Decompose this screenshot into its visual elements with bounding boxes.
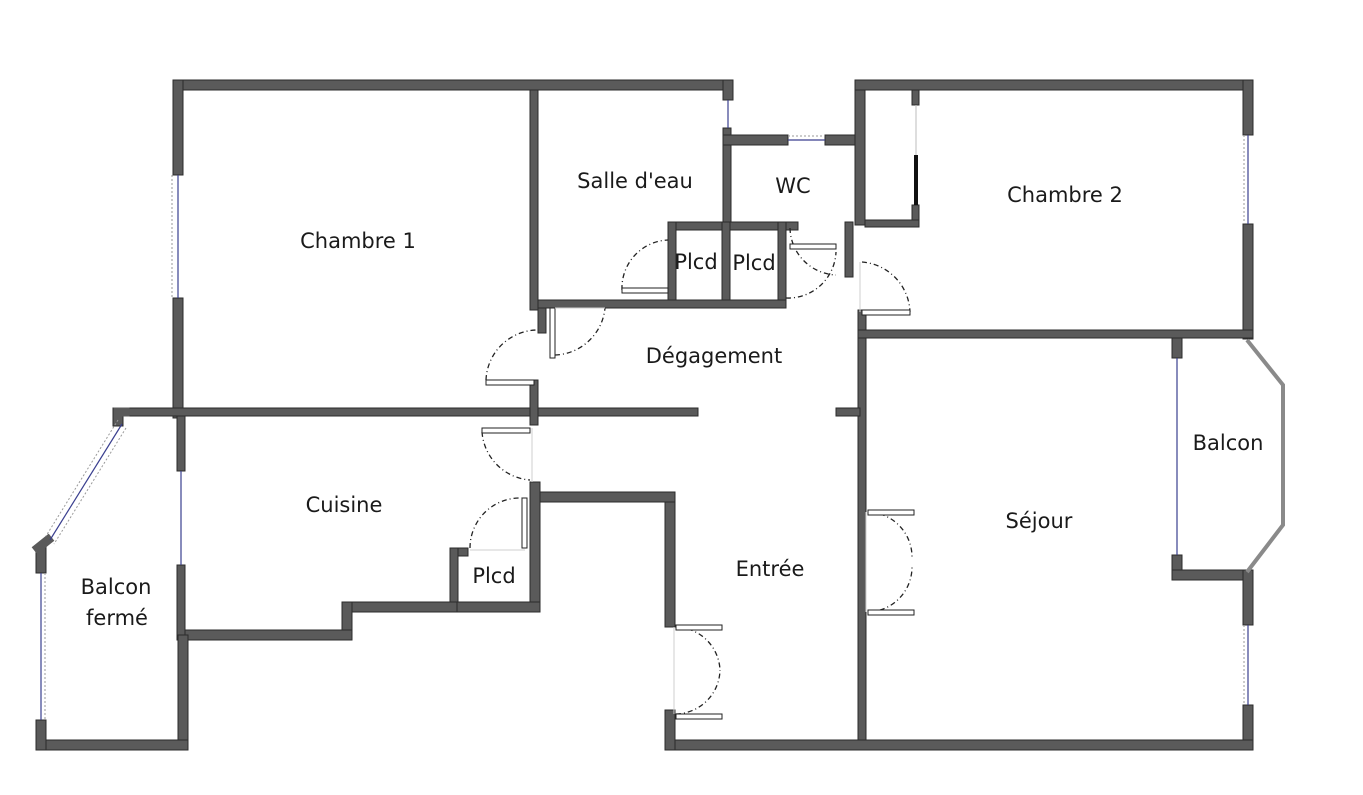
label-salle-deau: Salle d'eau	[577, 169, 693, 193]
label-cuisine: Cuisine	[306, 493, 383, 517]
label-balcon-ferme-line2: fermé	[86, 606, 148, 630]
label-degagement: Dégagement	[646, 344, 782, 368]
label-balcon: Balcon	[1193, 431, 1264, 455]
windows	[40, 100, 1249, 720]
label-chambre-2: Chambre 2	[1007, 183, 1123, 207]
walls	[35, 79, 1254, 751]
label-sejour: Séjour	[1006, 509, 1073, 533]
label-placard-3: Plcd	[472, 564, 515, 588]
label-placard-2: Plcd	[732, 251, 775, 275]
room-labels: Chambre 1 Salle d'eau WC Chambre 2 Plcd …	[81, 169, 1264, 630]
label-wc: WC	[775, 174, 810, 198]
label-balcon-ferme-line1: Balcon	[81, 575, 152, 599]
label-placard-1: Plcd	[674, 250, 717, 274]
label-chambre-1: Chambre 1	[300, 229, 416, 253]
diagonal-walls	[31, 338, 1285, 574]
doors	[469, 227, 915, 720]
label-entree: Entrée	[736, 557, 805, 581]
